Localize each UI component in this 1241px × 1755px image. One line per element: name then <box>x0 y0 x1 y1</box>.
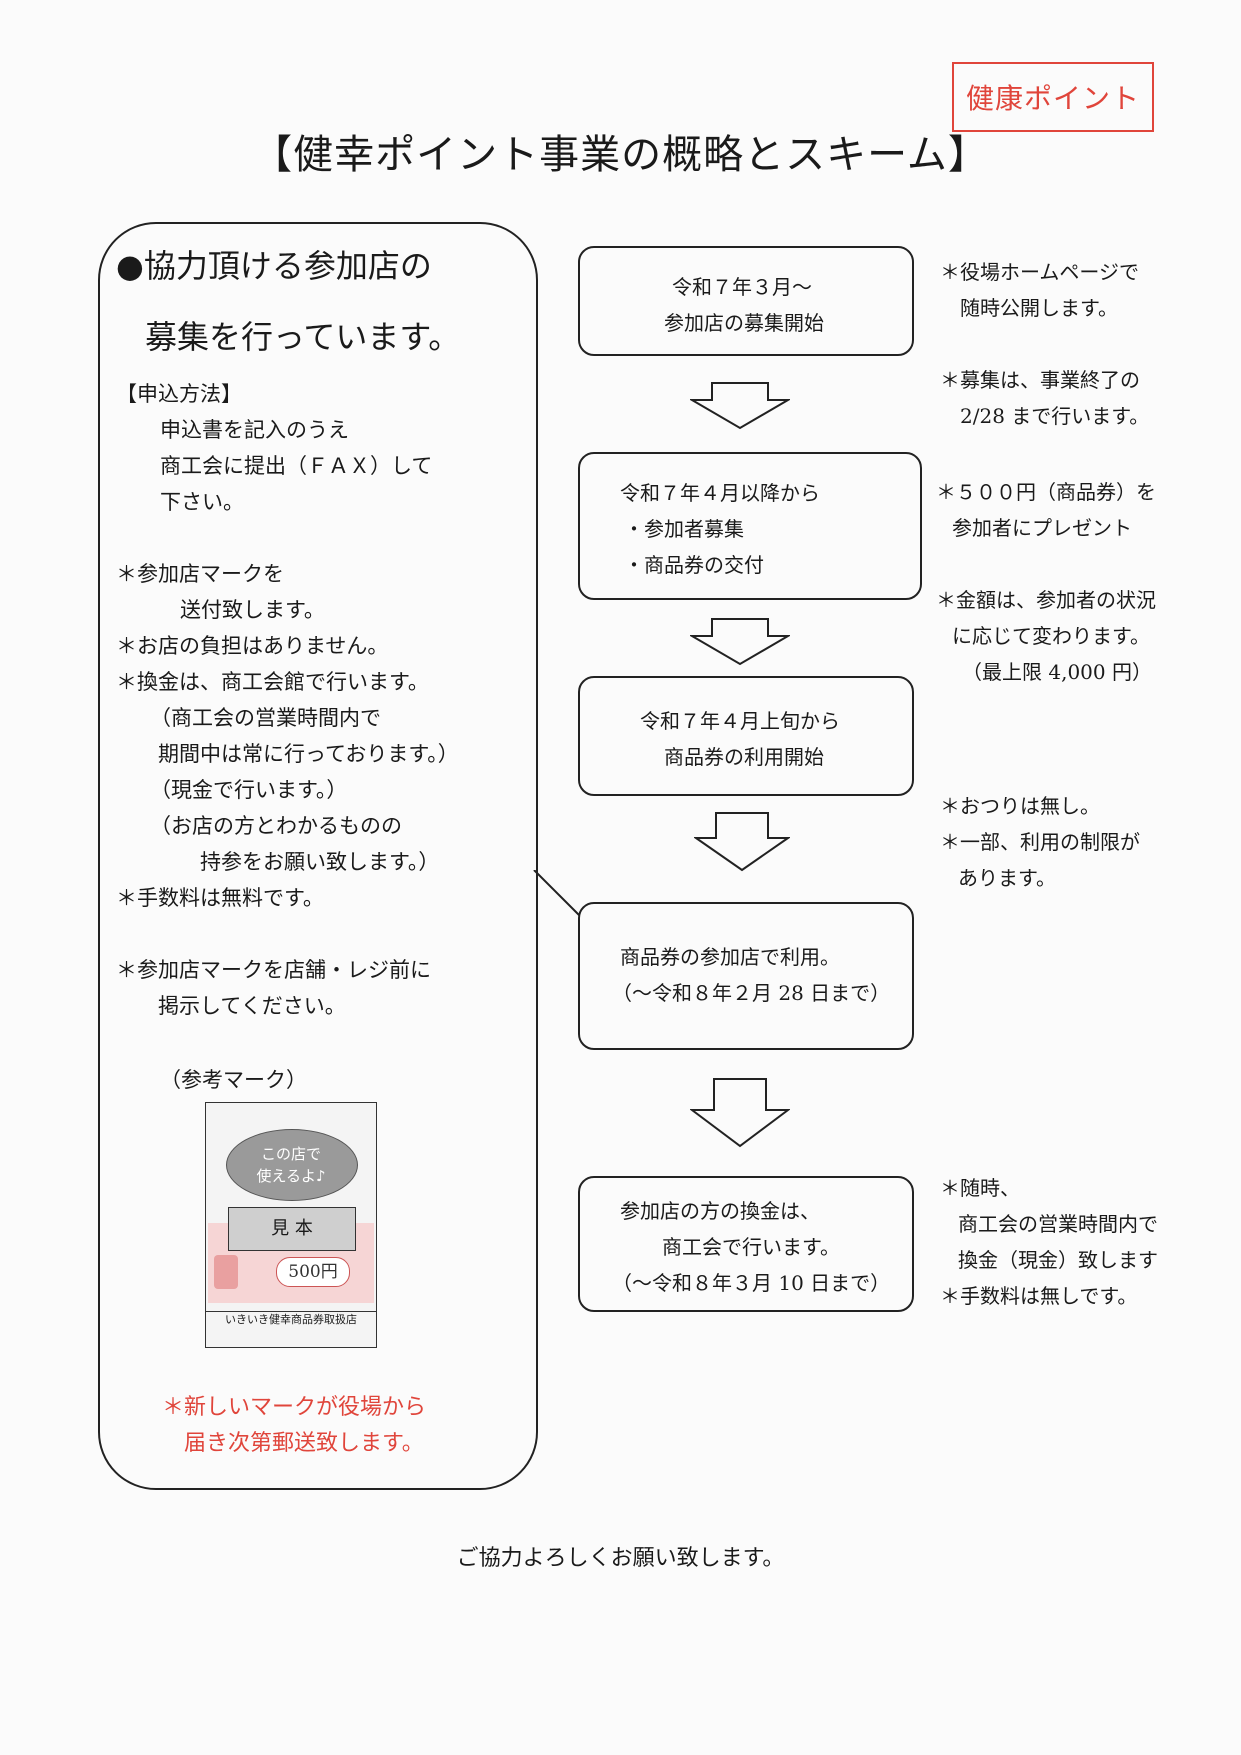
note-line: ＊換金は、商工会館で行います。 <box>116 670 429 694</box>
side-note: ＊手数料は無しです。 <box>940 1284 1138 1308</box>
down-arrow-icon <box>694 812 790 872</box>
flow-step-text: 商工会で行います。 <box>662 1235 840 1259</box>
down-arrow-icon <box>690 382 790 430</box>
new-mark-note: ＊新しいマークが役場から <box>162 1395 427 1420</box>
down-arrow-icon <box>690 1078 790 1148</box>
side-note: 商工会の営業時間内で <box>958 1212 1158 1236</box>
sample-caption: （参考マーク） <box>160 1068 307 1092</box>
flow-step-text: 参加店の募集開始 <box>664 311 824 335</box>
side-note: 2/28 まで行います。 <box>960 404 1150 428</box>
flow-step-text: 令和７年４月上旬から <box>640 709 840 733</box>
flow-step-text: 参加店の方の換金は、 <box>620 1199 820 1223</box>
side-note: ＊金額は、参加者の状況 <box>936 588 1156 612</box>
note-line: （お店の方とわかるものの <box>150 814 402 838</box>
side-note: 随時公開します。 <box>960 296 1118 320</box>
sample-mark-image: この店で 使えるよ♪ 見 本 500円 いきいき健幸商品券取扱店 <box>205 1102 377 1348</box>
side-note: 参加者にプレゼント <box>952 516 1132 540</box>
flow-step-2: 令和７年４月以降から ・参加者募集 ・商品券の交付 <box>578 452 922 600</box>
note-line: ＊参加店マークを <box>116 562 284 586</box>
side-note: ＊随時、 <box>940 1176 1020 1200</box>
new-mark-note: 届き次第郵送致します。 <box>184 1431 424 1456</box>
sample-shop-label: いきいき健幸商品券取扱店 <box>206 1311 376 1328</box>
apply-line: 商工会に提出（ＦＡＸ）して <box>160 454 433 478</box>
panel-heading-line1: ●協力頂ける参加店の <box>116 247 432 285</box>
flow-step-text: ・参加者募集 <box>624 517 744 541</box>
apply-method-title: 【申込方法】 <box>116 382 242 406</box>
category-stamp: 健康ポイント <box>952 62 1154 132</box>
note-line: 送付致します。 <box>180 598 325 622</box>
note-line: 期間中は常に行っております。） <box>158 742 459 766</box>
apply-line: 下さい。 <box>160 490 244 514</box>
sample-stamp: 見 本 <box>228 1207 356 1251</box>
flow-step-text: 商品券の参加店で利用。 <box>620 945 840 969</box>
side-note: （最上限 4,000 円） <box>962 660 1152 684</box>
side-note: ＊５００円（商品券）を <box>936 480 1156 504</box>
note-line: （商工会の営業時間内で <box>150 706 381 730</box>
flow-step-text: 令和７年３月～ <box>672 275 812 299</box>
note-line: ＊お店の負担はありません。 <box>116 634 389 658</box>
flow-step-text: ・商品券の交付 <box>624 553 764 577</box>
side-note: ＊おつりは無し。 <box>940 794 1100 818</box>
note-line: ＊手数料は無料です。 <box>116 886 324 910</box>
flow-step-text: 商品券の利用開始 <box>664 745 824 769</box>
side-note: あります。 <box>958 866 1056 890</box>
flow-step-3: 令和７年４月上旬から 商品券の利用開始 <box>578 676 914 796</box>
display-line: ＊参加店マークを店舗・レジ前に <box>116 958 431 982</box>
note-line: 持参をお願い致します。） <box>200 850 440 874</box>
side-note: ＊募集は、事業終了の <box>940 368 1140 392</box>
flow-step-text: （～令和８年２月 28 日まで） <box>612 981 891 1005</box>
flow-step-5: 参加店の方の換金は、 商工会で行います。 （～令和８年３月 10 日まで） <box>578 1176 914 1312</box>
side-note: ＊役場ホームページで <box>940 260 1139 284</box>
bubble-text-line1: この店で <box>260 1145 321 1163</box>
flow-step-4: 商品券の参加店で利用。 （～令和８年２月 28 日まで） <box>578 902 914 1050</box>
flow-step-text: （～令和８年３月 10 日まで） <box>612 1271 891 1295</box>
panel-connector <box>533 870 581 917</box>
side-note: ＊一部、利用の制限が <box>940 830 1140 854</box>
side-note: に応じて変わります。 <box>952 624 1150 648</box>
apply-line: 申込書を記入のうえ <box>160 418 349 442</box>
down-arrow-icon <box>690 618 790 666</box>
flow-step-1: 令和７年３月～ 参加店の募集開始 <box>578 246 914 356</box>
bubble-text-line2: 使えるよ♪ <box>256 1167 326 1185</box>
side-note: 換金（現金）致します <box>958 1248 1158 1272</box>
page-title: 【健幸ポイント事業の概略とスキーム】 <box>252 132 989 178</box>
sample-price: 500円 <box>276 1257 350 1287</box>
panel-heading-line2: 募集を行っています。 <box>145 318 461 356</box>
closing-message: ご協力よろしくお願い致します。 <box>456 1546 785 1571</box>
display-line: 掲示してください。 <box>158 994 346 1018</box>
participant-shop-panel <box>98 222 538 1490</box>
note-line: （現金で行います。） <box>150 778 348 802</box>
flow-step-text: 令和７年４月以降から <box>620 481 820 505</box>
